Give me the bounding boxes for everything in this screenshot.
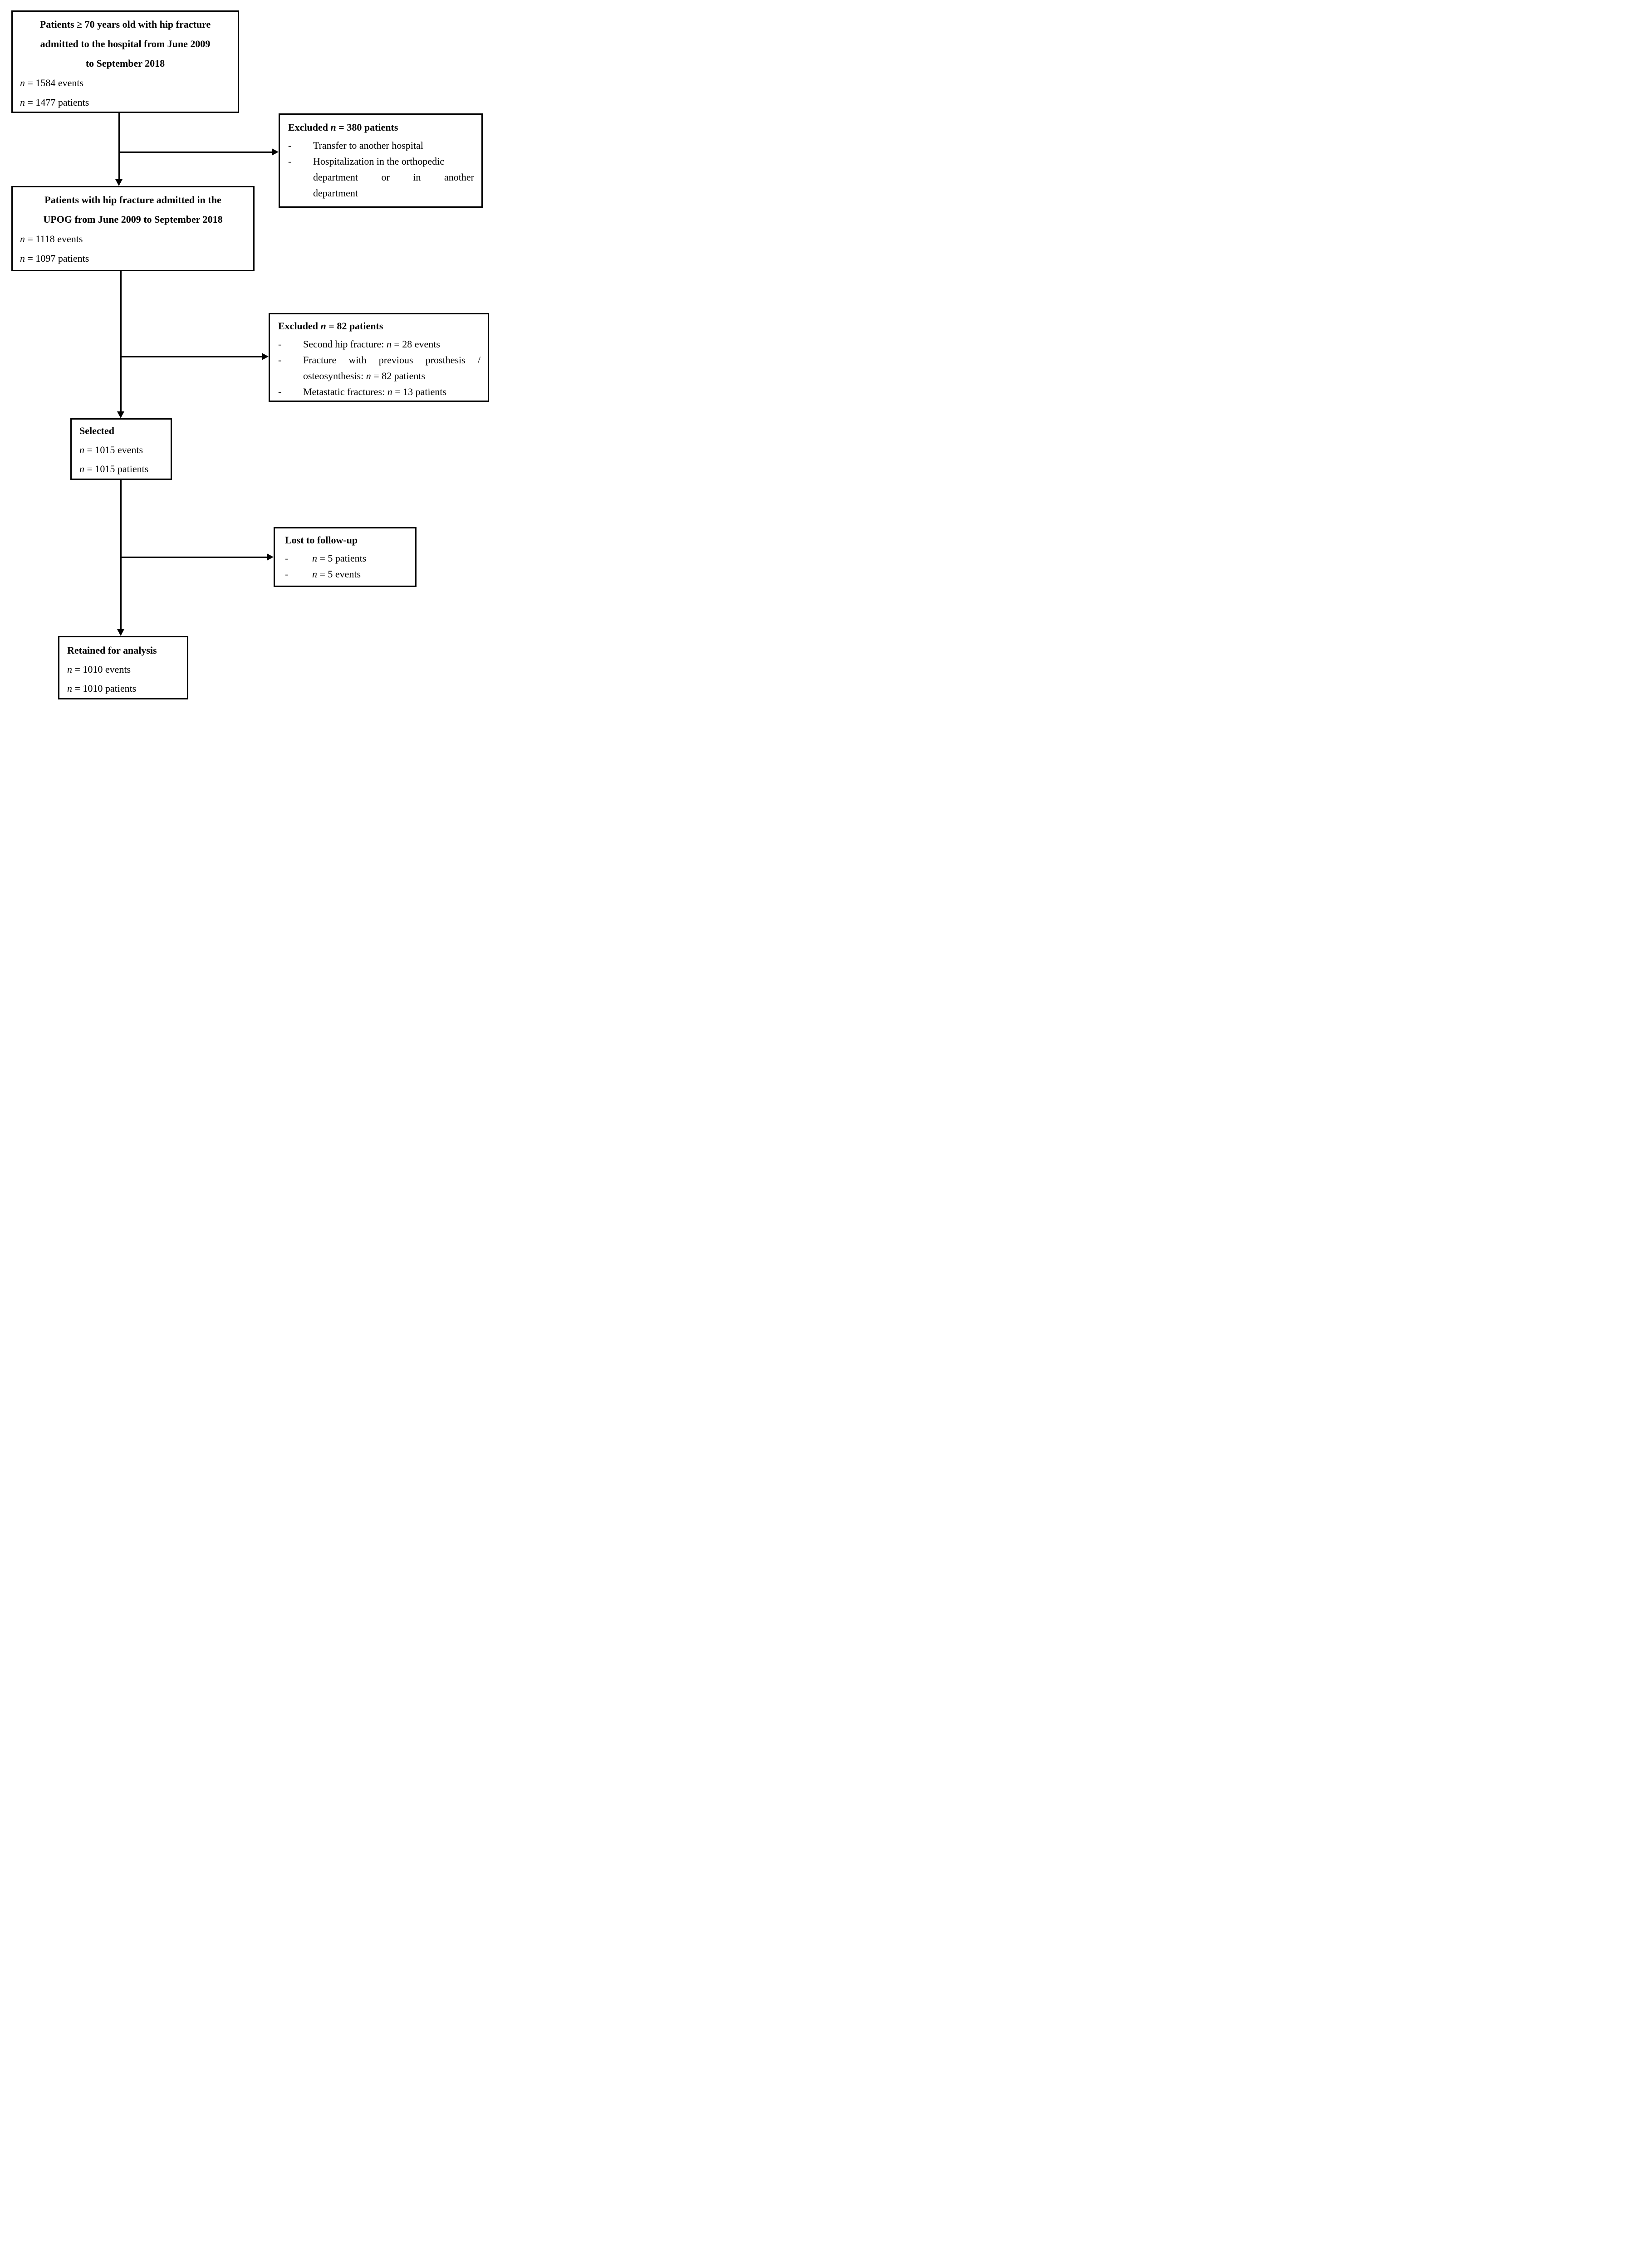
bullet-item: - Fracture with previous prosthesis / os… (278, 352, 480, 384)
box-title: Retained for analysis (67, 645, 157, 656)
box-retained-analysis: Retained for analysis n = 1010 events n … (58, 636, 188, 699)
bullet-text: Second hip fracture: n = 28 events (303, 338, 440, 350)
box-title-line: UPOG from June 2009 to September 2018 (43, 214, 223, 225)
stat-patients: n = 1015 patients (79, 463, 149, 474)
bullet-dash: - (288, 156, 292, 167)
bullet-dash: - (278, 354, 282, 366)
box-title: Lost to follow-up (285, 534, 358, 546)
arrow-head-down (117, 629, 124, 636)
box-title-line: admitted to the hospital from June 2009 (40, 38, 211, 49)
bullet-item: - Second hip fracture: n = 28 events (278, 336, 480, 352)
arrow-head-right (267, 553, 274, 561)
box-title: Selected (79, 425, 114, 436)
bullet-dash: - (278, 338, 282, 350)
bullet-item: - Metastatic fractures: n = 13 patients (278, 384, 480, 400)
connector-to-excluded-prior (120, 356, 262, 357)
stat-patients: n = 1097 patients (20, 253, 89, 264)
stat-patients: n = 1477 patients (20, 97, 89, 108)
stat-events: n = 1584 events (20, 77, 84, 88)
bullet-item: - Hospitalization in the orthopedic depa… (288, 153, 474, 201)
stat-events: n = 1010 events (67, 664, 131, 675)
bullet-text: Fracture with previous prosthesis / oste… (303, 354, 480, 381)
bullet-text: n = 5 events (312, 568, 361, 580)
connector-to-excluded-hospital (118, 152, 272, 153)
flow-diagram: Patients ≥ 70 years old with hip fractur… (0, 0, 499, 709)
arrow-head-right (272, 148, 279, 156)
box-excluded-prior: Excluded n = 82 patients - Second hip fr… (269, 313, 489, 402)
bullet-dash: - (278, 386, 282, 397)
box-excluded-hospital: Excluded n = 380 patients - Transfer to … (279, 113, 483, 208)
stat-events: n = 1118 events (20, 233, 83, 244)
connector-upog-to-selected (120, 271, 122, 412)
bullet-text: Metastatic fractures: n = 13 patients (303, 386, 447, 397)
box-title: Excluded n = 82 patients (278, 320, 383, 332)
connector-selected-to-retained (120, 480, 122, 630)
box-selected: Selected n = 1015 events n = 1015 patien… (70, 418, 172, 480)
box-upog-patients: Patients with hip fracture admitted in t… (11, 186, 255, 271)
bullet-text: n = 5 patients (312, 552, 367, 564)
bullet-text: Hospitalization in the orthopedic depart… (313, 156, 474, 199)
stat-events: n = 1015 events (79, 444, 143, 455)
arrow-head-right (262, 353, 269, 360)
bullet-item: - n = 5 events (285, 566, 410, 582)
arrow-head-down (115, 179, 123, 186)
bullet-text: Transfer to another hospital (313, 140, 423, 151)
box-title-line: Patients with hip fracture admitted in t… (44, 194, 221, 205)
bullet-item: - n = 5 patients (285, 550, 410, 566)
connector-to-lost (120, 557, 267, 558)
bullet-dash: - (285, 568, 289, 580)
arrow-head-down (117, 411, 124, 418)
box-title-line: Patients ≥ 70 years old with hip fractur… (39, 19, 211, 30)
bullet-item: - Transfer to another hospital (288, 137, 474, 153)
connector-eligible-to-upog (118, 113, 120, 180)
box-lost-followup: Lost to follow-up - n = 5 patients - n =… (274, 527, 417, 587)
stat-patients: n = 1010 patients (67, 683, 137, 694)
box-title-line: to September 2018 (85, 58, 165, 69)
bullet-dash: - (288, 140, 292, 151)
box-eligible-patients: Patients ≥ 70 years old with hip fractur… (11, 10, 239, 113)
box-title: Excluded n = 380 patients (288, 122, 398, 133)
bullet-dash: - (285, 552, 289, 564)
